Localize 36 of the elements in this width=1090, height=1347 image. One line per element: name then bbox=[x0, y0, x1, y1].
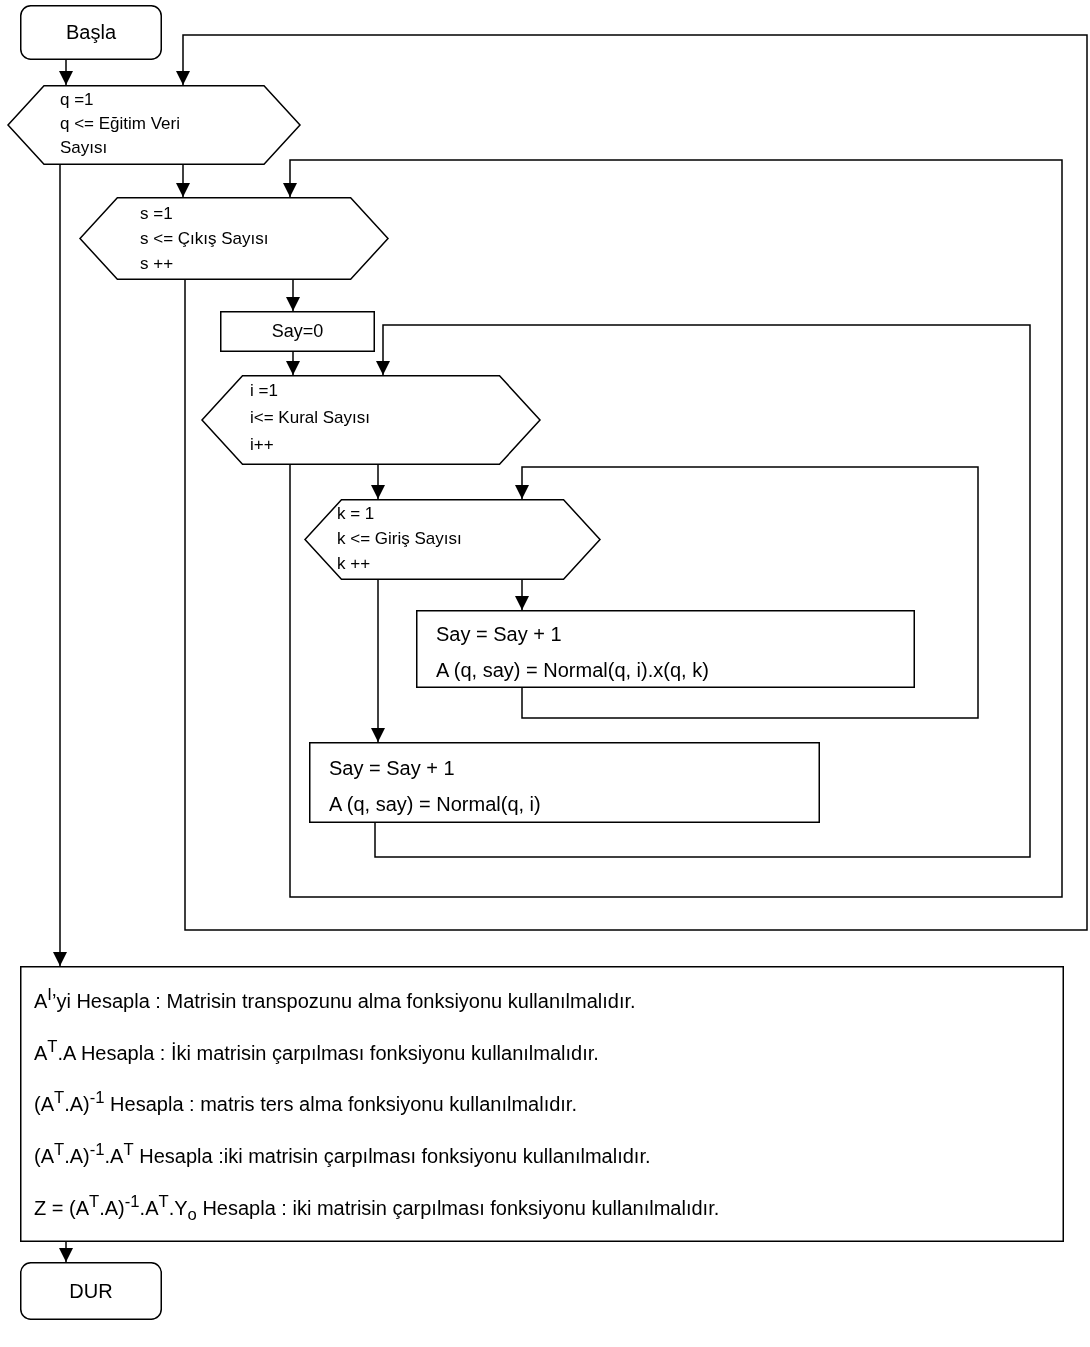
loop-condition: k ++ bbox=[337, 553, 372, 575]
loop-condition: k <= Giriş Sayısı bbox=[337, 528, 463, 550]
process-step: Say = Say + 1 bbox=[436, 616, 896, 652]
process-step: A (q, say) = Normal(q, i).x(q, k) bbox=[436, 652, 896, 688]
loop-condition: s =1 bbox=[140, 203, 174, 225]
process-step: (A$^{T}$.A)$^{-1}$.A$^{T}$ Hesapla :iki matrisin çarpılması fonksiyonu kullanılmalıdır. bbox=[34, 1126, 1034, 1179]
flow-arrow bbox=[371, 464, 385, 500]
flow-arrow bbox=[53, 164, 67, 967]
loop-condition: q =1 bbox=[60, 89, 95, 111]
flow-arrow bbox=[59, 1241, 73, 1263]
process-step: A$^{I}$’yi Hesapla : Matrisin transpozunu alma fonksiyonu kullanılmalıdır. bbox=[34, 972, 1034, 1024]
loop-condition: i =1 bbox=[250, 380, 279, 402]
flow-arrow bbox=[515, 466, 979, 719]
flow-arrow bbox=[374, 324, 1031, 858]
flow-arrow bbox=[176, 34, 1088, 931]
process-step: (A$^{T}$.A)$^{-1}$ Hesapla : matris ters alma fonksiyonu kullanılmalıdır. bbox=[34, 1075, 1034, 1127]
process-step: A$^{T}$.A Hesapla : İki matrisin çarpılması fonksiyonu kullanılmalıdır. bbox=[34, 1023, 1034, 1076]
terminal-label: DUR bbox=[69, 1279, 113, 1303]
loop-condition: i++ bbox=[250, 434, 275, 456]
loop-condition: k = 1 bbox=[337, 503, 376, 525]
flow-arrow bbox=[176, 164, 190, 198]
process-step: A (q, say) = Normal(q, i) bbox=[329, 786, 789, 822]
flow-arrow bbox=[371, 579, 385, 743]
flow-arrow bbox=[286, 279, 300, 312]
process-step: Say=0 bbox=[271, 321, 324, 342]
loop-condition: s <= Çıkış Sayısı bbox=[140, 228, 270, 250]
loop-condition: i<= Kural Sayısı bbox=[250, 407, 371, 429]
process-step: Z = (A$^{T}$.A)$^{-1}$.A$^{T}$.Y$_{o}$ Hesapla : iki matrisin çarpılması fonksiyonu kullanılmalıdır. bbox=[34, 1178, 1034, 1238]
flow-arrow bbox=[283, 159, 1063, 898]
terminal-label: Başla bbox=[66, 21, 116, 44]
process-step: Say = Say + 1 bbox=[329, 750, 789, 786]
loop-condition: s ++ bbox=[140, 253, 175, 275]
flow-arrow bbox=[59, 59, 73, 86]
flow-arrow bbox=[515, 579, 529, 611]
flow-arrow bbox=[286, 351, 300, 376]
loop-condition: q <= Eğitim Veri Sayısı bbox=[60, 113, 181, 159]
